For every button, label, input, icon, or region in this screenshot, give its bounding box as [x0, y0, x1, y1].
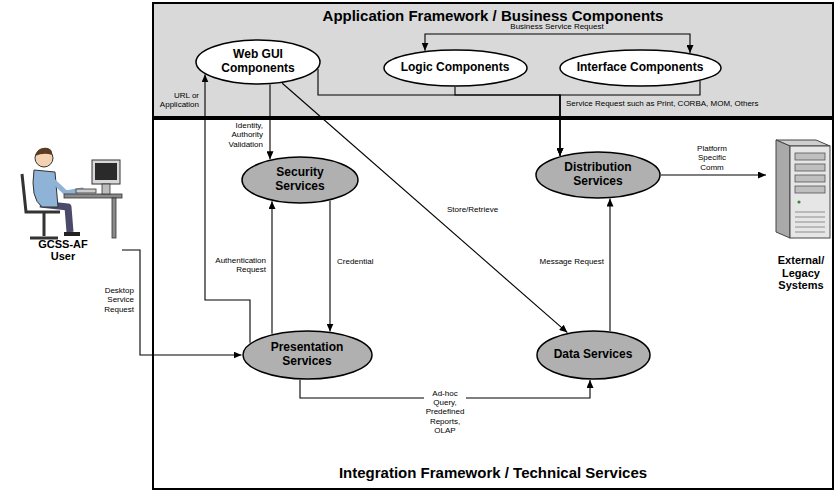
user-node: GCSS-AF User: [4, 135, 122, 263]
band-heading: Integration Framework / Technical Servic…: [154, 464, 832, 482]
node-label: Logic Components: [401, 61, 510, 75]
node-label: Security Services: [260, 166, 340, 194]
node-label: GCSS-AF User: [31, 238, 95, 263]
service-ellipse: Distribution Services: [535, 151, 661, 199]
connector: [661, 174, 766, 175]
connector: [425, 34, 690, 53]
edge-label: Store/Retrieve: [445, 205, 500, 214]
edge-label: Authentication Request: [213, 256, 268, 274]
edge-label: Credential: [335, 257, 375, 266]
connector: [271, 201, 272, 334]
connector: [205, 74, 250, 342]
edge-label: Desktop Service Request: [102, 286, 136, 314]
system-node: External/ Legacy Systems: [766, 140, 836, 292]
connector: [609, 199, 610, 332]
component-ellipse: Interface Components: [559, 49, 722, 87]
node-label: Distribution Services: [553, 161, 643, 189]
node-label: Presentation Services: [260, 341, 355, 369]
edge-label: URL or Application: [158, 91, 201, 109]
connector: [318, 69, 560, 156]
connector: [269, 85, 270, 160]
service-ellipse: Security Services: [241, 156, 359, 204]
edge-label: Identity, Authority Validation: [226, 121, 265, 149]
component-ellipse: Logic Components: [383, 49, 528, 87]
edge-label: Business Service Request: [508, 22, 605, 31]
connector: [329, 201, 330, 332]
edge-label: Ad-hoc Query, Predefined Reports, OLAP: [424, 389, 467, 435]
connector: [560, 81, 700, 156]
edge-label: Message Request: [538, 257, 606, 266]
service-ellipse: Presentation Services: [242, 330, 373, 380]
node-label: Interface Components: [577, 61, 704, 75]
framework-band: Integration Framework / Technical Servic…: [152, 118, 834, 490]
node-label: Web GUI Components: [213, 48, 303, 76]
server-figure: [776, 140, 830, 238]
service-ellipse: Data Services: [536, 330, 651, 380]
component-ellipse: Web GUI Components: [195, 39, 321, 85]
node-label: External/ Legacy Systems: [766, 254, 836, 292]
user-figure: [22, 148, 122, 238]
band-heading: Application Framework / Business Compone…: [154, 7, 832, 25]
edge-label: Service Request such as Print, CORBA, MO…: [564, 99, 761, 108]
connector: [455, 87, 560, 156]
connector: [282, 83, 567, 332]
node-label: Data Services: [554, 348, 633, 362]
edge-label: Platform Specific Comm: [695, 144, 729, 172]
